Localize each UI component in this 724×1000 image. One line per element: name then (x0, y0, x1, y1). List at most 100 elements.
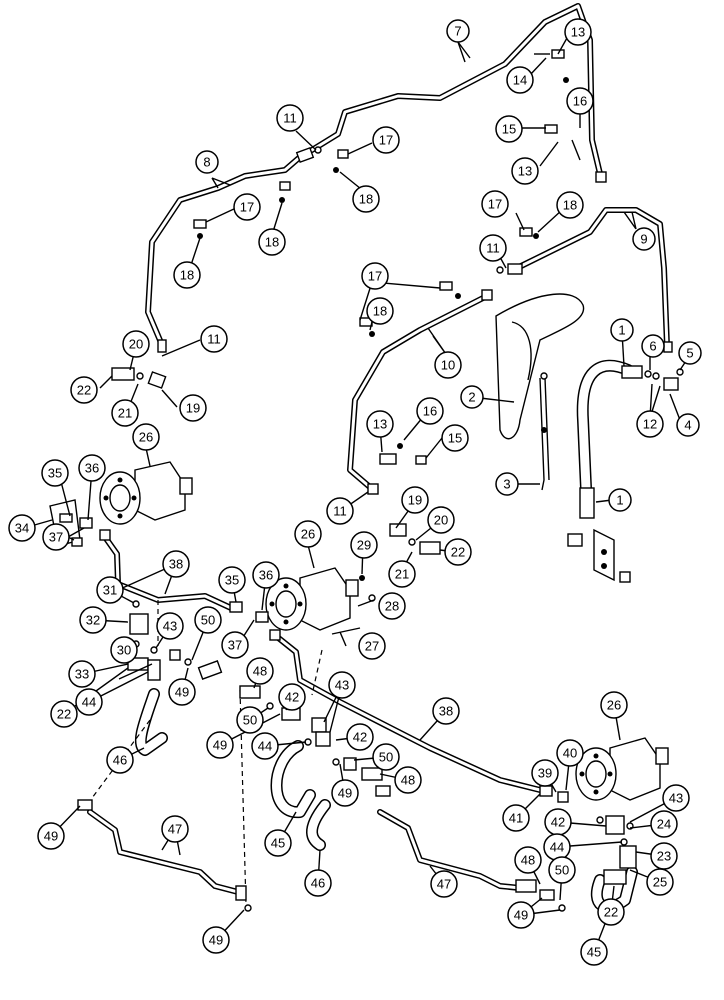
svg-text:33: 33 (75, 667, 89, 682)
svg-text:44: 44 (82, 695, 96, 710)
svg-text:48: 48 (521, 853, 535, 868)
svg-text:39: 39 (538, 766, 552, 781)
callout-30: 30 (110, 636, 138, 664)
callout-8: 8 (195, 150, 219, 174)
callout-7: 7 (446, 19, 470, 43)
dash-line-4 (311, 649, 323, 696)
svg-text:49: 49 (209, 933, 223, 948)
svg-text:44: 44 (550, 840, 564, 855)
callout-49: 49 (37, 822, 65, 850)
callout-26: 26 (600, 691, 628, 719)
svg-text:43: 43 (163, 619, 177, 634)
tube-38b (273, 633, 543, 793)
svg-text:50: 50 (379, 750, 393, 765)
callout-18: 18 (366, 297, 394, 325)
callout-15: 15 (495, 115, 523, 143)
callout-11: 11 (326, 497, 354, 525)
callout-32: 32 (79, 606, 107, 634)
callout-19: 19 (179, 394, 207, 422)
callout-50: 50 (194, 606, 222, 634)
callout-26: 26 (132, 423, 160, 451)
callout-18: 18 (258, 228, 286, 256)
callout-46: 46 (106, 746, 134, 774)
svg-text:14: 14 (513, 73, 527, 88)
callout-23: 23 (650, 842, 678, 870)
tube-9 (512, 207, 670, 349)
callout-2: 2 (460, 385, 484, 409)
svg-text:6: 6 (649, 339, 656, 354)
callout-17: 17 (361, 262, 389, 290)
callout-20: 20 (427, 506, 455, 534)
callout-21: 21 (388, 560, 416, 588)
callout-18: 18 (556, 191, 584, 219)
callout-39: 39 (531, 759, 559, 787)
svg-text:22: 22 (57, 707, 71, 722)
svg-text:17: 17 (368, 269, 382, 284)
svg-text:8: 8 (203, 155, 210, 170)
svg-text:17: 17 (379, 133, 393, 148)
svg-text:49: 49 (44, 829, 58, 844)
svg-text:38: 38 (169, 557, 183, 572)
callout-34: 34 (8, 514, 36, 542)
tube-8 (145, 154, 303, 348)
svg-text:42: 42 (551, 815, 565, 830)
svg-text:25: 25 (653, 875, 667, 890)
svg-text:41: 41 (509, 811, 523, 826)
callout-11: 11 (276, 104, 304, 132)
svg-text:11: 11 (486, 241, 500, 256)
callout-10: 10 (434, 351, 462, 379)
svg-text:47: 47 (437, 877, 451, 892)
svg-text:27: 27 (365, 639, 379, 654)
callout-35: 35 (218, 566, 246, 594)
callout-49: 49 (168, 678, 196, 706)
svg-text:13: 13 (518, 164, 532, 179)
callout-21: 21 (111, 399, 139, 427)
callout-13: 13 (511, 157, 539, 185)
svg-text:10: 10 (441, 358, 455, 373)
motor-26a (99, 461, 193, 525)
svg-text:1: 1 (616, 493, 623, 508)
rod-3 (539, 372, 550, 491)
svg-text:38: 38 (439, 704, 453, 719)
svg-text:32: 32 (86, 613, 100, 628)
tube-10 (347, 293, 490, 491)
callout-44: 44 (75, 688, 103, 716)
svg-text:12: 12 (643, 417, 657, 432)
svg-text:18: 18 (563, 198, 577, 213)
svg-text:37: 37 (228, 638, 242, 653)
svg-text:15: 15 (502, 122, 516, 137)
svg-text:26: 26 (607, 698, 621, 713)
svg-text:4: 4 (684, 418, 691, 433)
callout-50: 50 (548, 856, 576, 884)
callout-33: 33 (68, 660, 96, 688)
callout-50: 50 (372, 743, 400, 771)
svg-text:19: 19 (408, 493, 422, 508)
svg-text:5: 5 (686, 346, 693, 361)
callout-18: 18 (173, 261, 201, 289)
callout-38: 38 (162, 550, 190, 578)
callout-31: 31 (96, 576, 124, 604)
svg-text:49: 49 (338, 786, 352, 801)
callout-42: 42 (544, 808, 572, 836)
hose-1 (576, 359, 634, 494)
svg-text:50: 50 (201, 613, 215, 628)
callout-45: 45 (580, 938, 608, 966)
callout-46: 46 (304, 869, 332, 897)
callout-4: 4 (676, 413, 700, 437)
svg-text:46: 46 (113, 753, 127, 768)
svg-text:18: 18 (265, 235, 279, 250)
svg-text:29: 29 (357, 538, 371, 553)
callout-25: 25 (646, 868, 674, 896)
callout-20: 20 (122, 330, 150, 358)
callout-14: 14 (506, 66, 534, 94)
svg-text:28: 28 (385, 599, 399, 614)
callout-47: 47 (161, 815, 189, 843)
hose-46b (306, 799, 331, 851)
svg-text:37: 37 (49, 530, 63, 545)
svg-text:13: 13 (373, 417, 387, 432)
svg-text:18: 18 (359, 192, 373, 207)
callout-49: 49 (331, 779, 359, 807)
hose-2 (495, 293, 585, 440)
callout-44: 44 (543, 833, 571, 861)
callout-37: 37 (221, 631, 249, 659)
